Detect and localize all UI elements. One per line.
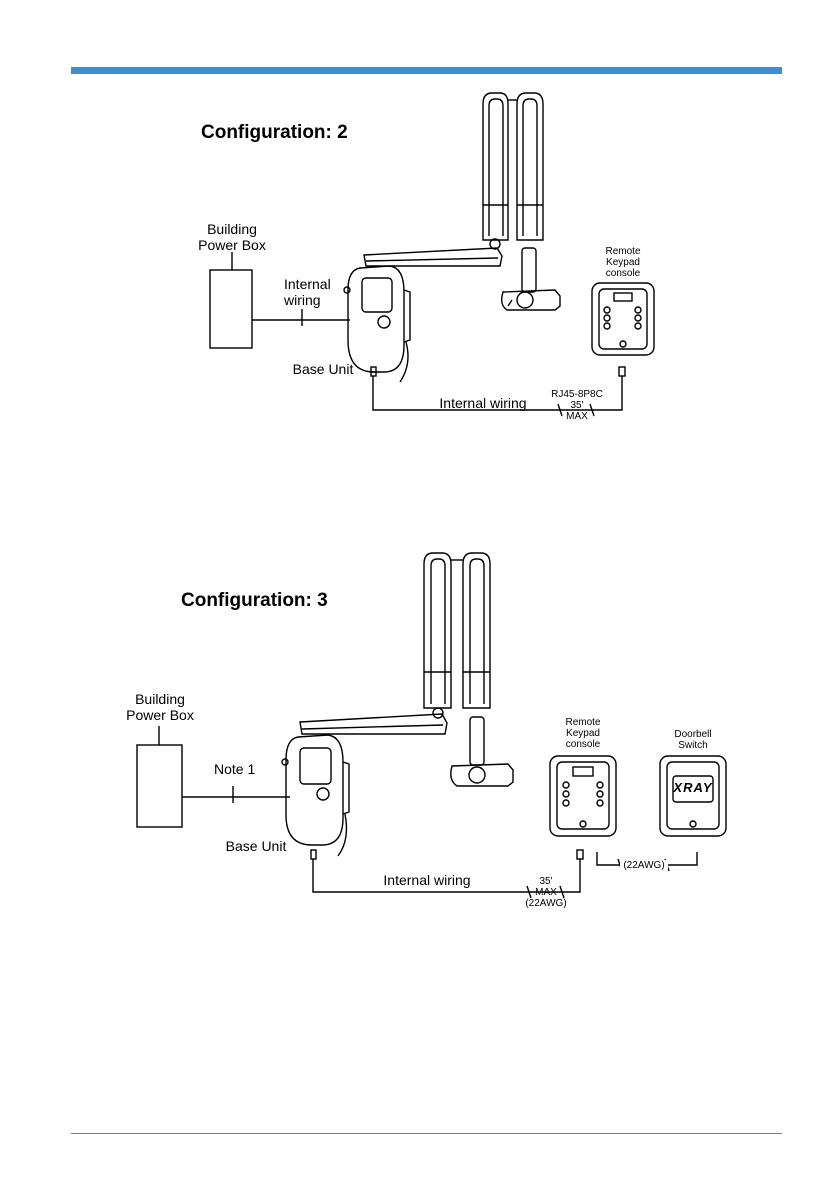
base-unit-3 [286,735,343,845]
configuration-3-title: Configuration: 3 [181,590,328,612]
power-box-label-line-2: Power Box [121,707,199,723]
note-1-label: Note 1 [214,761,255,777]
cable-spec-line-3: (22AWG) [518,898,574,909]
arm-tube-left-3 [424,553,451,708]
cable-spec-line-1: 35' [518,876,574,887]
remote-keypad-line-2: Keypad [558,728,608,739]
footer-line [71,1133,782,1134]
arm-tube-right-3 [463,553,490,708]
remote-keypad-line-1: Remote [558,717,608,728]
doorbell-switch-line-1: Doorbell [668,729,718,740]
doorbell-switch [660,756,726,836]
keypad-console-3 [550,756,616,836]
xray-logo: XRAY [673,780,713,795]
power-box-label-3: Building Power Box [121,691,199,723]
cable-spec-label-3: 35' MAX (22AWG) [518,876,574,909]
cable-spec-line-2: MAX [518,887,574,898]
power-box-3 [137,745,182,827]
power-box-label-line-1: Building [121,691,199,707]
tube-head-3 [470,717,484,765]
base-unit-label-3: Base Unit [221,838,291,854]
doorbell-switch-line-2: Switch [668,740,718,751]
internal-wiring-label-3: Internal wiring [382,872,472,888]
remote-keypad-line-3: console [558,739,608,750]
arm-horizontal-3 [300,714,447,734]
doorbell-cable-label: (22AWG) [620,860,668,871]
remote-keypad-label-3: Remote Keypad console [558,717,608,750]
doorbell-switch-label: Doorbell Switch [668,729,718,751]
